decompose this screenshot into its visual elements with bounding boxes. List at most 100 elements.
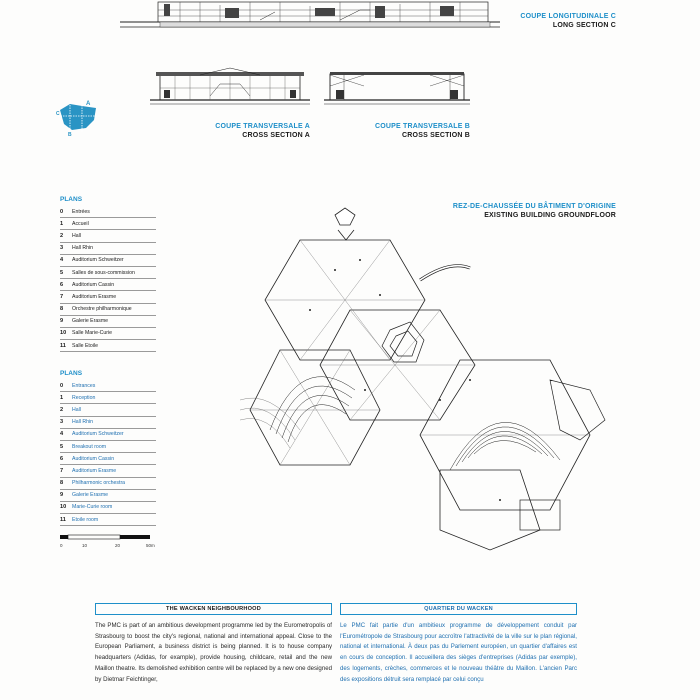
legend-label: Auditorium Schweitzer bbox=[72, 257, 124, 264]
cross-section-b-title-en: CROSS SECTION B bbox=[402, 132, 470, 139]
key-plan-icon: A B C bbox=[56, 100, 100, 136]
legend-num: 10 bbox=[60, 504, 67, 511]
article-en: THE WACKEN NEIGHBOURHOOD The PMC is part… bbox=[95, 603, 332, 685]
long-section-caption: COUPE LONGITUDINALE C LONG SECTION C bbox=[476, 12, 616, 30]
legend-label: Hall Rhin bbox=[72, 419, 94, 426]
legend-num: 9 bbox=[60, 492, 64, 499]
legend-num: 2 bbox=[60, 406, 64, 413]
scale-tick-50: 50m bbox=[146, 543, 155, 548]
long-section-drawing bbox=[120, 1, 500, 28]
legend-num: 6 bbox=[60, 455, 64, 462]
article-fr: QUARTIER DU WACKEN Le PMC fait partie d'… bbox=[340, 603, 577, 685]
legend-row: 7 Auditorium Érasme bbox=[60, 465, 156, 478]
legend-label: Auditorium Érasme bbox=[72, 293, 117, 300]
legend-row: 3 Hall Rhin bbox=[60, 417, 156, 429]
legend-num: 8 bbox=[60, 306, 64, 313]
legend-row: 5 Salles de sous-commission bbox=[60, 267, 156, 280]
article-fr-body: Le PMC fait partie d'un ambitieux progra… bbox=[340, 622, 577, 683]
legend-row: 6 Auditorium Cassin bbox=[60, 279, 156, 292]
cross-section-a-title-en: CROSS SECTION A bbox=[242, 132, 310, 139]
legend-label: Philharmonic orchestra bbox=[72, 480, 126, 487]
legend-num: 1 bbox=[60, 220, 64, 227]
legend-num: 7 bbox=[60, 293, 64, 300]
legend-row: 9 Galerie Érasme bbox=[60, 490, 156, 502]
article-en-body: The PMC is part of an ambitious developm… bbox=[95, 622, 332, 683]
legend-label: Salles de sous-commission bbox=[72, 269, 135, 276]
cross-section-a-drawing bbox=[150, 67, 310, 105]
scale-bar: 0 10 20 50m bbox=[60, 534, 155, 548]
legend-row: 5 Breakout room bbox=[60, 441, 156, 454]
legend-label: Breakout room bbox=[72, 443, 107, 450]
cross-section-a-title-fr: COUPE TRANSVERSALE A bbox=[215, 123, 310, 130]
legend-row: 2 Hall bbox=[60, 404, 156, 417]
legend-row: 8 Orchestre philharmonique bbox=[60, 304, 156, 316]
legend-num: 4 bbox=[60, 257, 64, 264]
plan-title-fr: REZ-DE-CHAUSSÉE DU BÂTIMENT D'ORIGINE bbox=[452, 203, 616, 210]
cross-section-b-title-fr: COUPE TRANSVERSALE B bbox=[374, 123, 470, 130]
legend-label: Auditorium Cassin bbox=[72, 281, 115, 288]
legend-row: 1 Reception bbox=[60, 392, 156, 405]
legend-num: 3 bbox=[60, 245, 64, 252]
legend-label: Galerie Érasme bbox=[72, 318, 109, 325]
legend-row: 7 Auditorium Érasme bbox=[60, 291, 156, 304]
legend-row: 11 Étoile room bbox=[60, 514, 156, 527]
legend-num: 5 bbox=[60, 269, 64, 276]
legend-num: 3 bbox=[60, 419, 64, 426]
floor-plan-drawing bbox=[240, 207, 606, 551]
legend-label: Hall bbox=[72, 232, 81, 239]
key-plan-label-c: C bbox=[56, 111, 60, 117]
legend-label: Orchestre philharmonique bbox=[72, 306, 132, 313]
legend-num: 2 bbox=[60, 232, 64, 239]
legend-num: 9 bbox=[60, 318, 64, 325]
legend-num: 11 bbox=[60, 342, 66, 349]
legend-num: 6 bbox=[60, 281, 64, 288]
plan-caption: REZ-DE-CHAUSSÉE DU BÂTIMENT D'ORIGINE EX… bbox=[440, 202, 616, 220]
scale-tick-10: 10 bbox=[82, 543, 88, 548]
legend-row: 11 Salle Étoile bbox=[60, 340, 156, 353]
legend-row: 10 Salle Marie-Curie bbox=[60, 328, 156, 341]
legend-num: 7 bbox=[60, 467, 64, 474]
legend-label: Auditorium Érasme bbox=[72, 467, 117, 474]
legend-row: 8 Philharmonic orchestra bbox=[60, 478, 156, 490]
article-fr-heading: QUARTIER DU WACKEN bbox=[340, 603, 577, 615]
legend-num: 5 bbox=[60, 443, 64, 450]
legend-label: Hall Rhin bbox=[72, 245, 94, 252]
cross-section-b-caption: COUPE TRANSVERSALE B CROSS SECTION B bbox=[370, 122, 470, 140]
legend-label: Salle Étoile bbox=[72, 342, 98, 349]
long-section-title-en: LONG SECTION C bbox=[552, 22, 616, 29]
long-section-title-fr: COUPE LONGITUDINALE C bbox=[520, 13, 616, 20]
legend-label: Entrées bbox=[72, 208, 90, 215]
key-plan-label-a: A bbox=[86, 101, 91, 107]
legend-label: Marie-Curie room bbox=[72, 504, 113, 511]
legend-label: Salle Marie-Curie bbox=[72, 330, 113, 337]
legend-label: Hall bbox=[72, 406, 81, 413]
legend-fr-title: PLANS bbox=[60, 196, 83, 203]
cross-section-a-caption: COUPE TRANSVERSALE A CROSS SECTION A bbox=[210, 122, 310, 140]
legend-row: 6 Auditorium Cassin bbox=[60, 453, 156, 466]
legend-row: 3 Hall Rhin bbox=[60, 243, 156, 255]
legend-label: Étoile room bbox=[72, 516, 99, 523]
legend-row: 9 Galerie Érasme bbox=[60, 316, 156, 328]
scale-tick-20: 20 bbox=[115, 543, 121, 548]
legend-label: Reception bbox=[72, 394, 96, 401]
legend-num: 4 bbox=[60, 431, 64, 438]
legend-num: 0 bbox=[60, 382, 64, 389]
legend-num: 8 bbox=[60, 480, 64, 487]
legend-row: 10 Marie-Curie room bbox=[60, 502, 156, 515]
legend-num: 1 bbox=[60, 394, 64, 401]
legend-label: Galerie Érasme bbox=[72, 492, 109, 499]
legend-row: 4 Auditorium Schweitzer bbox=[60, 255, 156, 267]
scale-tick-0: 0 bbox=[60, 543, 63, 548]
legend-label: Auditorium Cassin bbox=[72, 455, 115, 462]
plan-title-en: EXISTING BUILDING GROUNDFLOOR bbox=[484, 212, 616, 219]
legend-num: 11 bbox=[60, 516, 66, 523]
legend-row: 2 Hall bbox=[60, 230, 156, 243]
legend-num: 10 bbox=[60, 330, 67, 337]
